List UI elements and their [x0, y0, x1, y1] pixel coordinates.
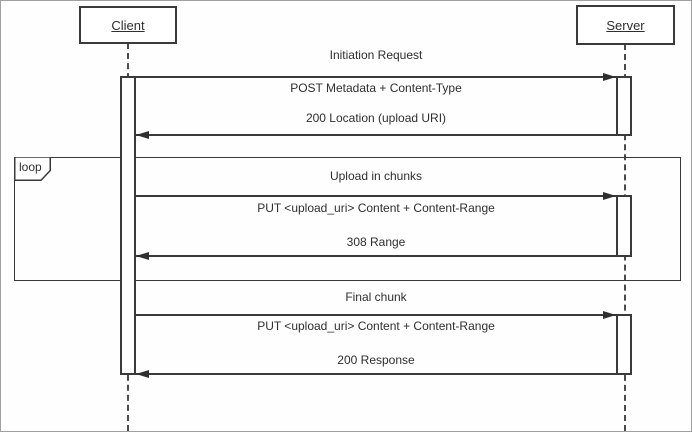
exchange-2-request-label: PUT <upload_uri> Content + Content-Range: [257, 201, 495, 215]
server-actor-label: Server: [606, 17, 645, 33]
exchange-2-title: Upload in chunks: [329, 169, 423, 183]
loop-operator-label: loop: [19, 160, 42, 174]
exchange-1-response-line: [136, 134, 616, 136]
exchange-2-request-line: [136, 195, 616, 197]
client-activation-bar: [120, 76, 136, 375]
exchange-2-response-label: 308 Range: [346, 235, 406, 249]
loop-frame: loop: [13, 156, 681, 281]
exchange-2-request-arrowhead-icon: [603, 192, 616, 200]
exchange-2-response-line: [136, 255, 616, 257]
exchange-2-response-arrowhead-icon: [136, 252, 149, 260]
exchange-3-response-line: [136, 373, 616, 375]
exchange-1-response-arrowhead-icon: [136, 131, 149, 139]
exchange-3-response-label: 200 Response: [337, 353, 415, 367]
exchange-3-title: Final chunk: [345, 290, 407, 304]
exchange-3-response-arrowhead-icon: [136, 370, 149, 378]
exchange-1-request-label: POST Metadata + Content-Type: [290, 81, 462, 95]
client-actor-box: Client: [79, 6, 177, 44]
exchange-1-request-arrowhead-icon: [603, 73, 616, 81]
exchange-3-request-label: PUT <upload_uri> Content + Content-Range: [257, 319, 495, 333]
exchange-1-response-label: 200 Location (upload URI): [305, 111, 447, 125]
client-actor-label: Client: [111, 17, 145, 33]
server-activation-bar-2: [616, 195, 632, 257]
exchange-1-title: Initiation Request: [329, 48, 423, 62]
server-activation-bar-3: [616, 314, 632, 375]
server-actor-box: Server: [576, 5, 675, 45]
loop-tab-icon: [13, 156, 51, 181]
server-activation-bar-1: [616, 76, 632, 136]
exchange-3-request-line: [136, 314, 616, 316]
exchange-1-request-line: [136, 76, 616, 78]
exchange-3-request-arrowhead-icon: [603, 311, 616, 319]
